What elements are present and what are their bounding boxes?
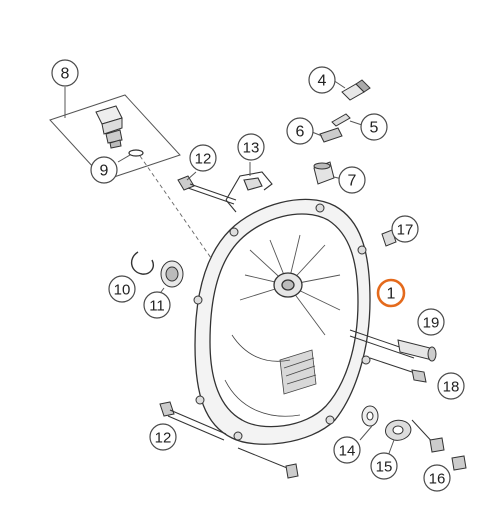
leader-9: [117, 154, 131, 163]
callout-circle: [338, 166, 366, 194]
callout-circle: [308, 66, 336, 94]
callout-circle: [423, 464, 451, 492]
callout-c7: 7: [338, 166, 366, 194]
pin-part-19: [349, 329, 437, 362]
callout-label: 14: [339, 443, 356, 460]
callout-c11: 11: [143, 291, 171, 319]
o-ring-part: [128, 149, 144, 157]
cover-bosses: [193, 203, 371, 441]
callout-label: 7: [348, 173, 357, 190]
callout-label: 4: [318, 73, 327, 90]
leader-6: [311, 131, 323, 137]
callout-c6: 6: [286, 117, 314, 145]
callout-label: 11: [149, 298, 165, 315]
screw-part-12-top: [177, 175, 237, 205]
callout-c16: 16: [423, 464, 451, 492]
callout-label: 16: [429, 471, 446, 488]
callout-circle: [376, 278, 406, 308]
callout-circle: [143, 291, 171, 319]
leader-15: [387, 439, 395, 457]
inset-box: [49, 94, 181, 181]
callout-c9: 9: [90, 156, 118, 184]
callout-c5: 5: [360, 113, 388, 141]
callout-circle: [90, 156, 118, 184]
callout-label: 19: [423, 315, 440, 332]
callout-circle: [437, 372, 465, 400]
bracket-part-13: [225, 171, 273, 213]
callout-c17: 17: [391, 215, 419, 243]
callout-circle: [51, 59, 79, 87]
dash-leader-cap: [139, 155, 219, 269]
callout-circle: [108, 275, 136, 303]
callout-circle: [237, 133, 265, 161]
callout-circle: [286, 117, 314, 145]
seal-part-11: [160, 260, 184, 288]
callout-c19: 19: [417, 308, 445, 336]
bolt-part-4: [341, 79, 371, 101]
callout-circle: [189, 144, 217, 172]
screw-part-12-bottom: [159, 401, 299, 479]
callout-circle: [391, 215, 419, 243]
callout-c12a: 12: [189, 144, 217, 172]
callout-circle: [360, 113, 388, 141]
screw-part-16: [411, 419, 467, 471]
callout-c14: 14: [333, 436, 361, 464]
callout-c15: 15: [370, 452, 398, 480]
callout-label: 17: [397, 222, 414, 239]
gasket-part-15: [385, 419, 412, 441]
callout-c13: 13: [237, 133, 265, 161]
callout-c18: 18: [437, 372, 465, 400]
callout-c10: 10: [108, 275, 136, 303]
leader-14: [359, 425, 373, 441]
callout-label: 9: [100, 163, 109, 180]
callout-circle: [370, 452, 398, 480]
callout-label: 8: [61, 66, 70, 83]
callout-label: 1: [387, 286, 396, 303]
oil-filler-cap-part: [95, 105, 123, 149]
washer-part-14: [361, 405, 379, 427]
callout-c8: 8: [51, 59, 79, 87]
pin-part-6: [319, 127, 343, 143]
callout-label: 12: [195, 151, 212, 168]
callout-label: 15: [376, 459, 393, 476]
callout-label: 6: [296, 124, 305, 141]
sleeve-part-7: [313, 161, 335, 185]
leader-12-top: [186, 171, 197, 181]
callout-label: 10: [114, 282, 131, 299]
spring-part-5: [331, 113, 351, 127]
callout-label: 12: [155, 430, 172, 447]
clutch-cover-part: [194, 198, 371, 445]
callout-label: 13: [243, 140, 260, 157]
callout-c4: 4: [308, 66, 336, 94]
callout-label: 18: [443, 379, 460, 396]
callout-c12b: 12: [149, 423, 177, 451]
screw-part-18: [369, 357, 427, 383]
callout-circle: [417, 308, 445, 336]
snap-ring-part: [131, 251, 154, 275]
callout-circle: [149, 423, 177, 451]
callout-circle: [333, 436, 361, 464]
leader-5: [349, 120, 363, 126]
callout-c1: 1: [376, 278, 406, 308]
callout-label: 5: [370, 120, 379, 137]
